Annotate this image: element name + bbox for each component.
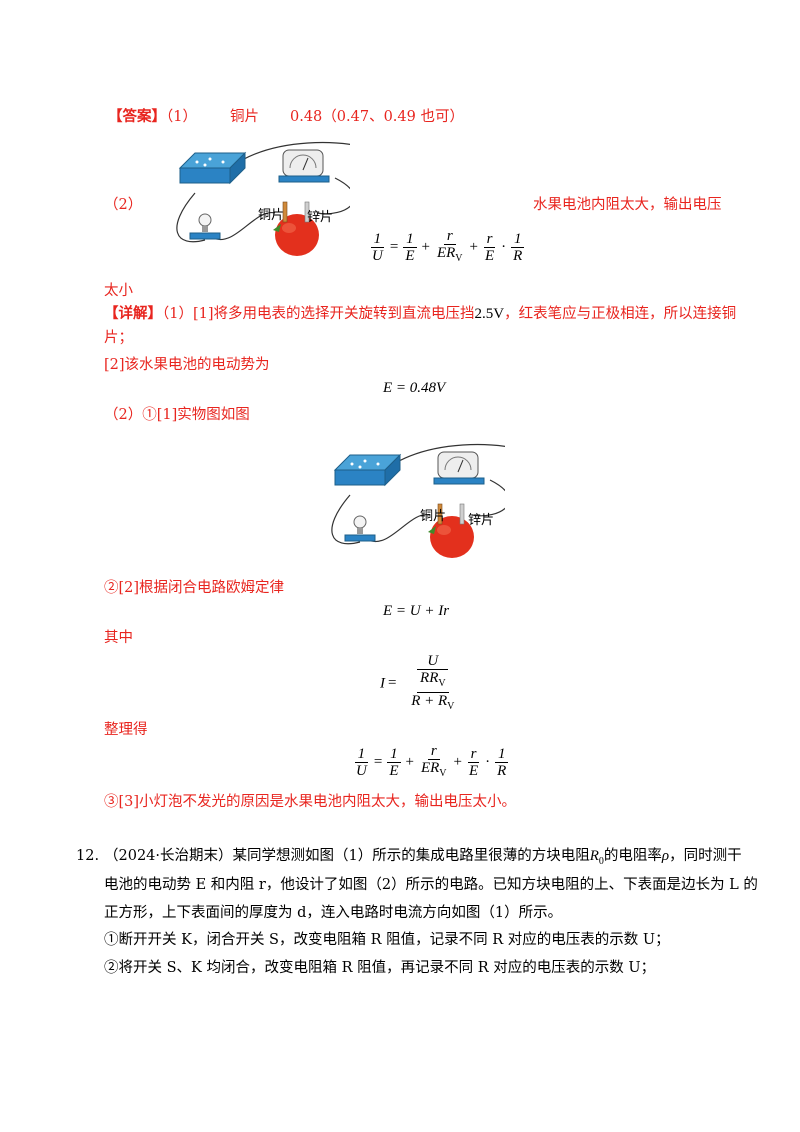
detail-line4: （2）①[1]实物图如图 [104,407,250,423]
question-line2: 电池的电动势 E 和内阻 r，他设计了如图（2）所示的电路。已知方块电阻的上、下… [104,877,758,893]
detail-line1-val: 2.5V [474,306,505,322]
symbol-rho: ρ [661,848,670,864]
detail-line7: 整理得 [104,722,148,738]
figure2-copper-label: 铜片 [420,509,447,524]
answer-reason-a: 水果电池内阻太大，输出电压 [533,197,722,213]
answer-value: 0.48（0.47、0.49 也可） [290,109,464,125]
answer-reason-b: 太小 [104,283,133,299]
symbol-r0: R0 [589,848,604,867]
answer-part1: （1） [166,109,197,125]
circuit-figure-2 [330,440,505,575]
detail-label: 【详解】 [104,305,162,322]
detail-line2: 片； [104,330,133,346]
figure1-copper-label: 铜片 [258,208,285,223]
answer-copper: 铜片 [230,109,259,125]
answer-label: 【答案】 [108,108,166,125]
detail-line5: ②[2]根据闭合电路欧姆定律 [104,580,285,596]
detail-line8: ③[3]小灯泡不发光的原因是水果电池内阻太大，输出电压太小。 [104,794,517,810]
question-line5: ②将开关 S、K 均闭合，改变电阻箱 R 阻值，再记录不同 R 对应的电压表的示… [104,960,656,976]
question-line1-b: 的电阻率 [603,848,662,864]
equation-emf: E = 0.48V [383,380,446,396]
question-line4: ①断开开关 K，闭合开关 S，改变电阻箱 R 阻值，记录不同 R 对应的电压表的… [104,932,670,948]
detail-line3: [2]该水果电池的电动势为 [104,357,270,373]
figure2-zinc-label: 锌片 [468,513,495,528]
detail-line1-a: （1）[1]将多用电表的选择开关旋转到直流电压挡 [162,306,475,322]
answer-part2: （2） [104,197,143,213]
question-number: 12. [76,848,100,864]
question-line1-a: （2024·长治期末）某同学想测如图（1）所示的集成电路里很薄的方块电阻 [104,848,590,864]
question-line3: 正方形，上下表面间的厚度为 d，连入电路时电流方向如图（1）所示。 [104,905,563,921]
equation-ohm: E = U + Ir [383,603,450,619]
question-line1-c: ，同时测干 [669,848,742,864]
detail-line6: 其中 [104,630,133,646]
detail-line1-b: ，红表笔应与正极相连，所以连接铜 [504,306,737,322]
figure1-zinc-label: 锌片 [307,210,334,225]
